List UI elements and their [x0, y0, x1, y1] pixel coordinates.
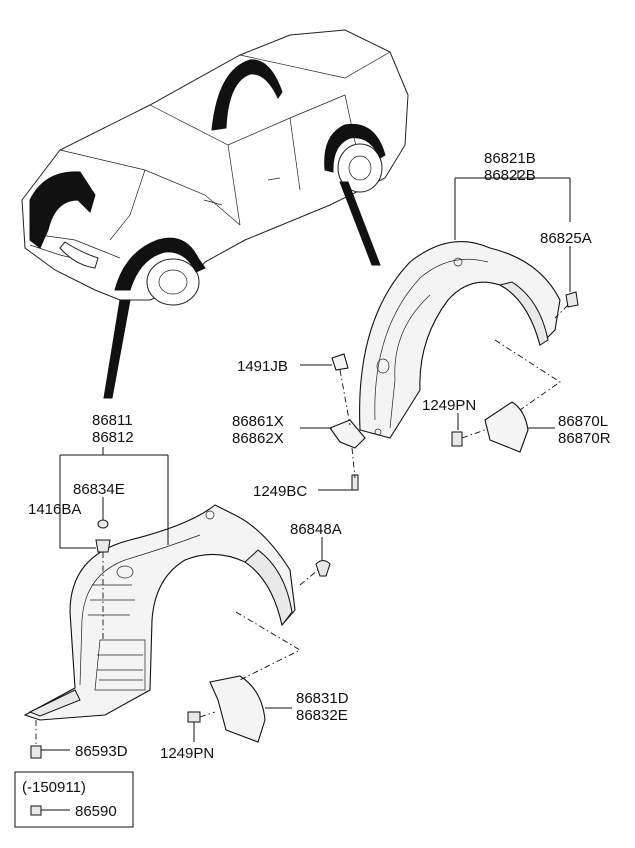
label-bolt-1249bc: 1249BC	[253, 483, 307, 500]
label-rear-liner-b: 86822B	[484, 167, 536, 184]
car-illustration	[21, 29, 409, 306]
label-front-liner-b: 86812	[92, 429, 134, 446]
front-hardware	[30, 519, 331, 816]
label-legacy-period: (-150911)	[22, 779, 86, 796]
label-nut-1416: 1416BA	[28, 501, 81, 518]
rear-arrow	[339, 181, 381, 266]
label-front-flap-b: 86832E	[296, 707, 348, 724]
rear-hardware	[329, 291, 579, 491]
label-fastener: 86593D	[75, 743, 128, 760]
label-screw-rear: 1249PN	[422, 397, 476, 414]
legacy-box	[14, 771, 134, 828]
label-rear-flap-a: 86870L	[558, 413, 608, 430]
label-bracket-a: 86861X	[232, 413, 284, 430]
label-front-clip: 86848A	[290, 521, 342, 538]
front-wheel-liner	[23, 504, 296, 721]
label-grommet: 86834E	[73, 481, 125, 498]
label-screw-front: 1249PN	[160, 745, 214, 762]
label-front-liner-a: 86811	[92, 412, 133, 429]
label-nut-1491: 1491JB	[237, 358, 288, 375]
front-arrow	[103, 299, 131, 399]
label-rear-clip: 86825A	[540, 230, 592, 247]
label-front-flap-a: 86831D	[296, 690, 349, 707]
label-rear-liner-a: 86821B	[484, 150, 536, 167]
label-bracket-b: 86862X	[232, 430, 284, 447]
label-rear-flap-b: 86870R	[558, 430, 611, 447]
rear-wheel-liner	[359, 241, 561, 439]
label-legacy-part: 86590	[75, 803, 117, 820]
